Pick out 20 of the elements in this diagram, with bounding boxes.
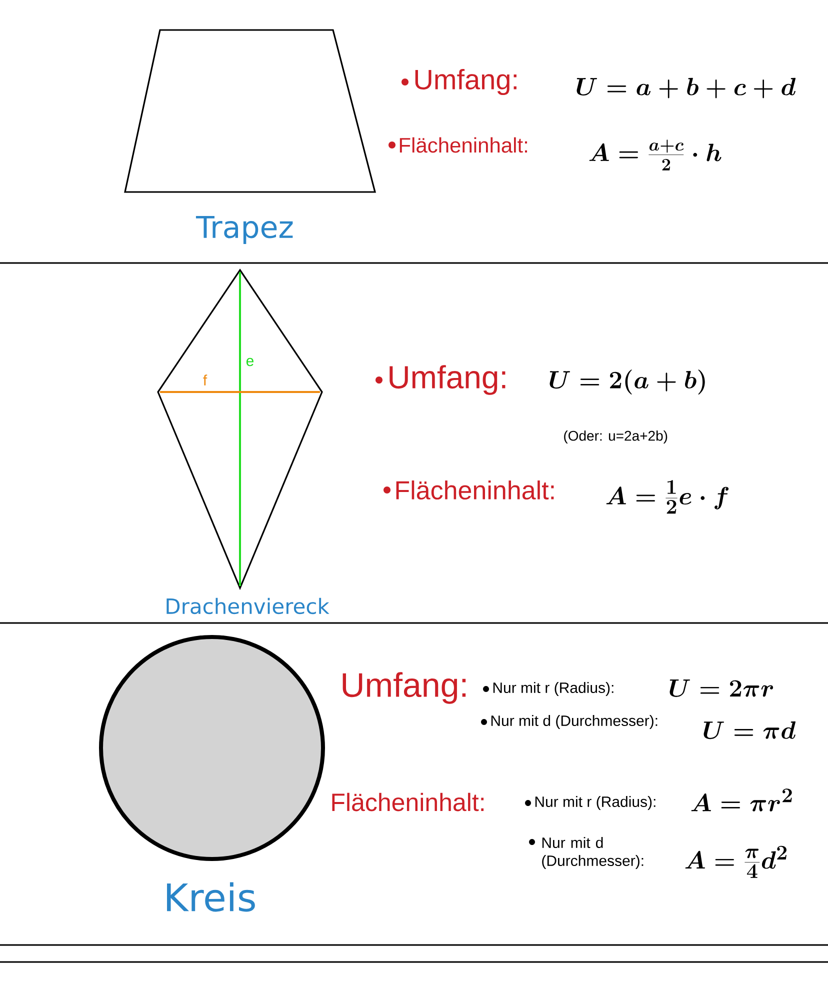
- formula: $A=\pi r^2$: [691, 788, 792, 812]
- condition-text: Nur mit r (Radius):: [493, 682, 614, 696]
- formula: $A=\frac{1}{2}e\cdot f$: [606, 480, 729, 514]
- condition-text: Nur mit r (Radius):: [535, 796, 656, 810]
- formula: $U=\pi d$: [704, 721, 796, 740]
- formula: $U=a+b+c+d$: [576, 78, 796, 98]
- formula: $A=\frac{\pi}{4}d^2$: [685, 846, 786, 878]
- formula: $A=\frac{a+c}{2}\cdot h$: [589, 140, 722, 170]
- circle-drawing: [99, 635, 325, 861]
- heading: Flächeninhalt:: [400, 137, 527, 153]
- shape-caption: Drachenviereck: [166, 598, 330, 614]
- shape-caption: Kreis: [167, 882, 255, 912]
- trapezoid-drawing: [124, 29, 376, 193]
- condition-text: Nur mit d (Durchmesser):: [542, 837, 644, 869]
- formula: $U=2(a+b)$: [550, 370, 705, 394]
- formula: $U=2\pi r$: [670, 679, 774, 697]
- shape-caption: Trapez: [196, 216, 293, 244]
- condition-text: (Oder: u=2a+2b): [564, 430, 668, 444]
- condition-text: Nur mit d (Durchmesser):: [491, 715, 658, 729]
- heading: Flächeninhalt:: [396, 480, 554, 500]
